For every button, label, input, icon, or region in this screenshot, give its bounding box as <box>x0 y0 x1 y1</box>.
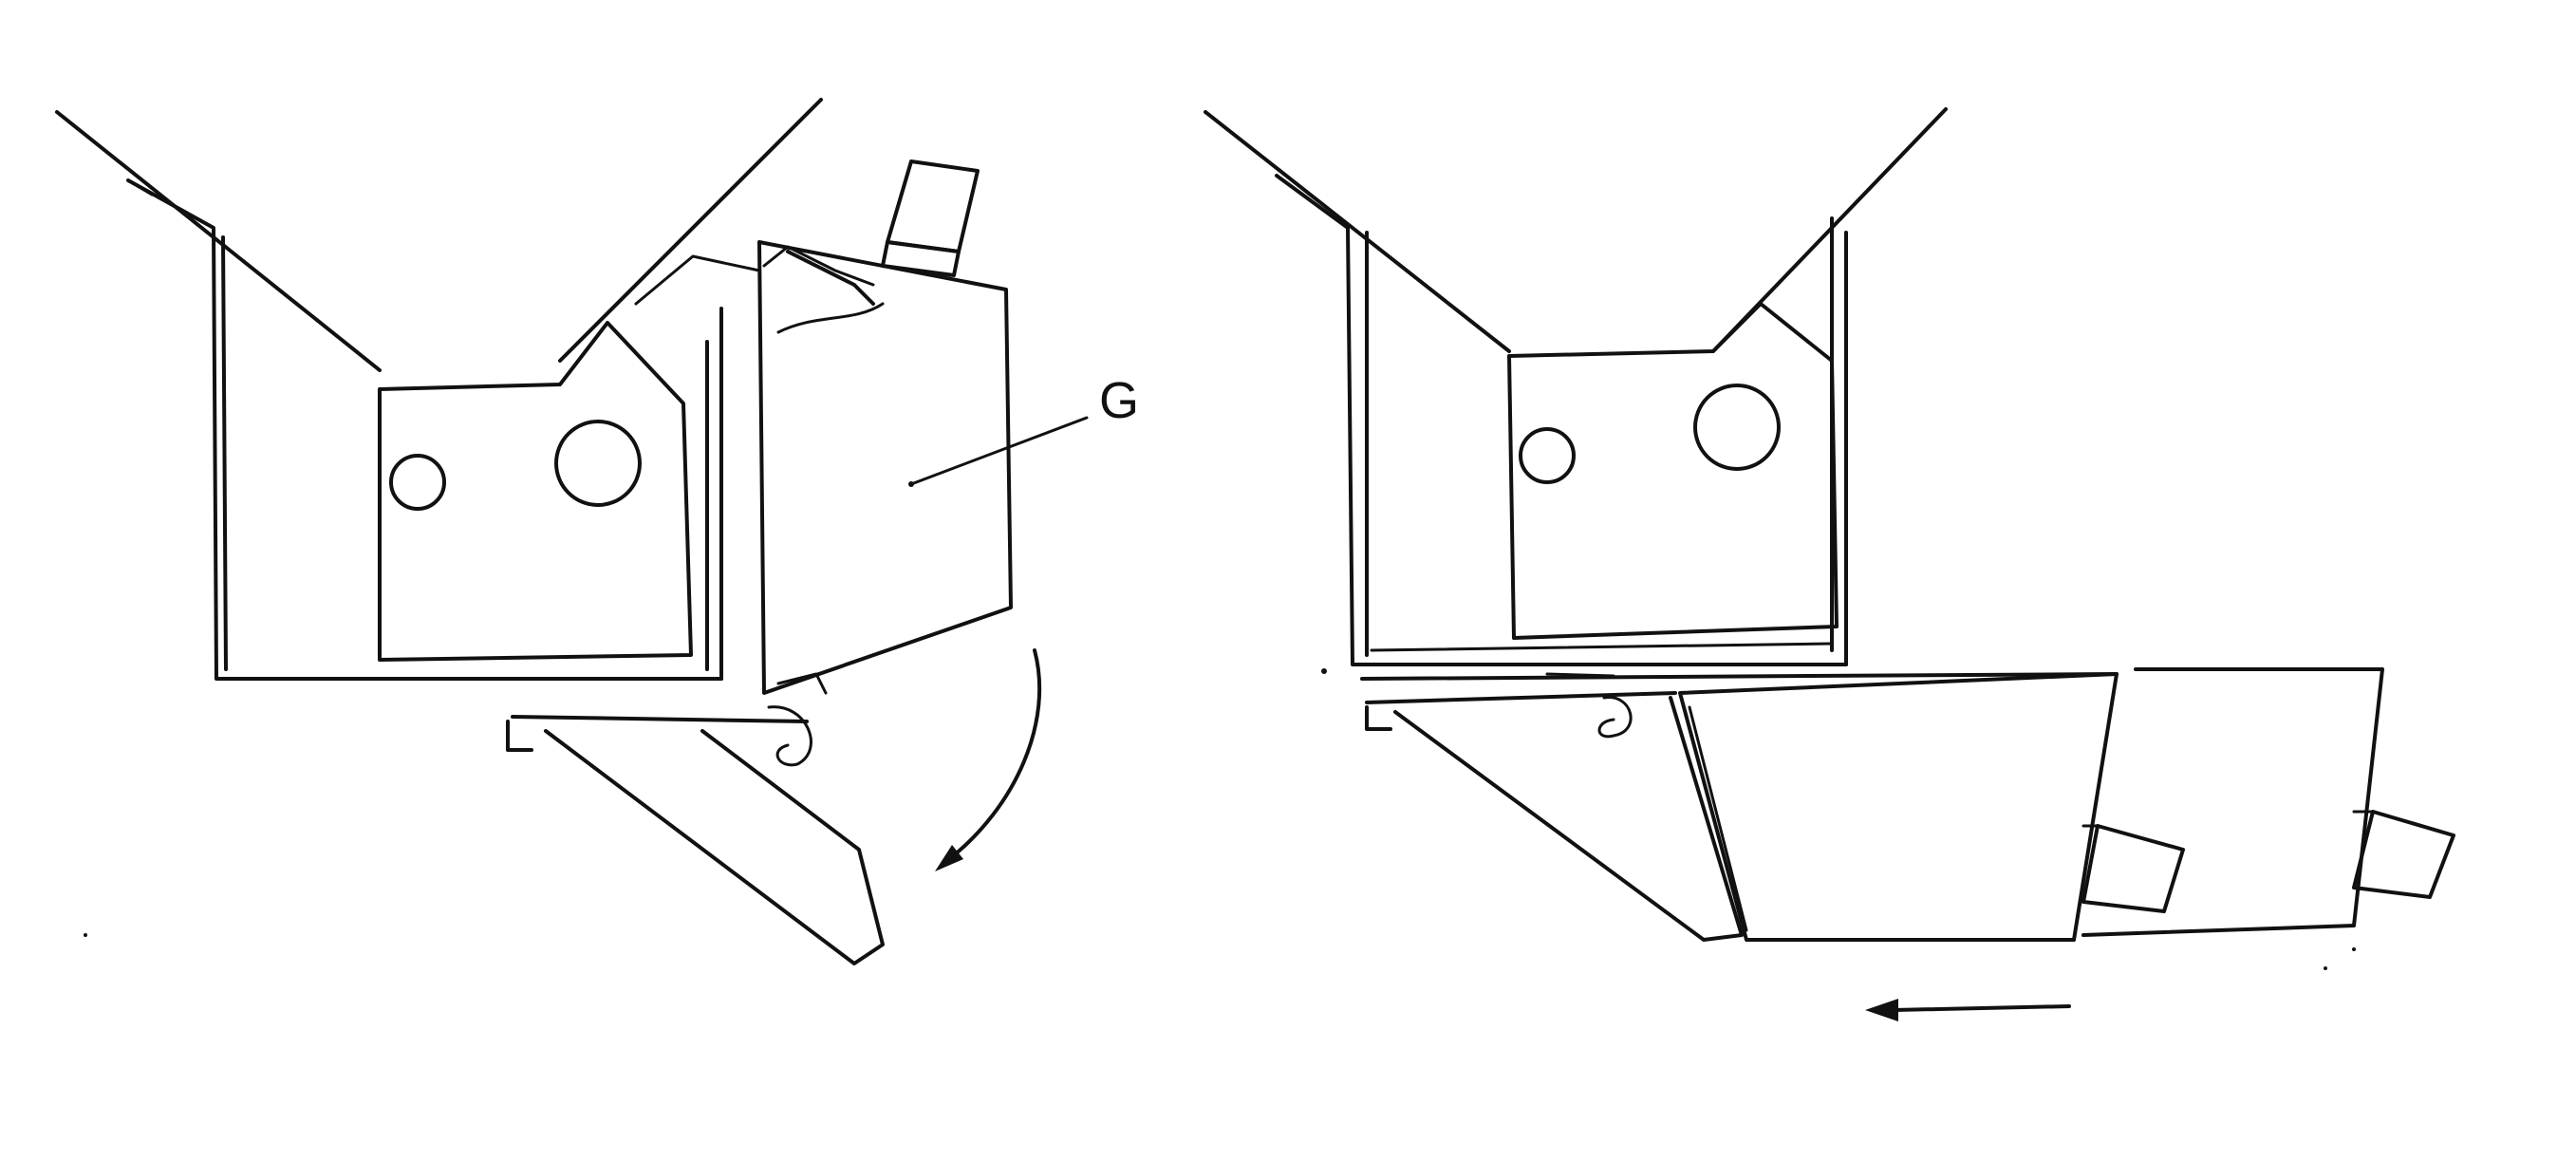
left-small-hole-icon <box>389 454 446 511</box>
right-large-hole-icon <box>1693 384 1781 471</box>
right-figure <box>84 107 2455 1021</box>
callout-g: G <box>908 372 1139 487</box>
right-trough-housing <box>1204 107 1948 666</box>
speck-dot <box>1321 668 1327 674</box>
left-module-g <box>757 240 1013 695</box>
left-figure: G <box>55 98 1139 965</box>
right-lower-flap <box>1393 696 1744 942</box>
right-small-hole-icon <box>1519 427 1576 484</box>
right-inner-box <box>1370 302 1839 652</box>
left-pointing-slide-arrow-icon <box>1865 999 2071 1021</box>
left-bottom-clip <box>506 672 828 767</box>
right-module-g <box>1678 667 2384 942</box>
speck-dot <box>2352 947 2356 951</box>
speck-dot <box>84 933 87 937</box>
right-bottom-rail <box>1360 672 2119 739</box>
left-inner-box <box>378 321 693 662</box>
left-vertical-plate <box>634 254 761 681</box>
right-knob-outer-icon <box>2352 810 2455 899</box>
left-large-hole-icon <box>554 420 642 507</box>
left-lower-flap <box>544 729 885 965</box>
speck-dot <box>2324 966 2327 970</box>
right-knob-inner-icon <box>2081 824 2185 913</box>
left-knob-icon <box>881 159 980 277</box>
callout-point <box>908 481 914 487</box>
callout-leader-line <box>909 416 1089 486</box>
callout-label-g: G <box>1099 372 1139 429</box>
left-trough-housing <box>55 98 823 681</box>
curved-rotation-arrow-icon <box>935 648 1042 871</box>
